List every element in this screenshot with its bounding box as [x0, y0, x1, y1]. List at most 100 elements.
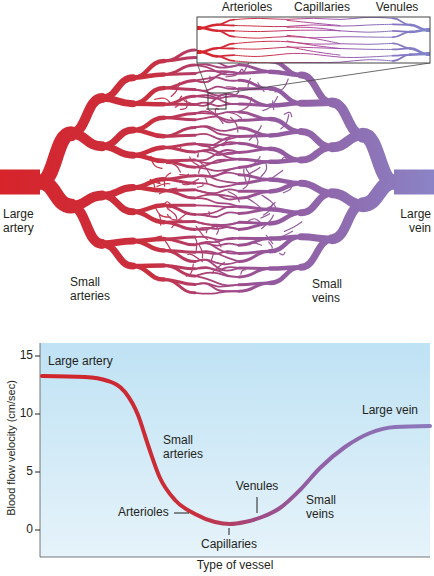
- vessel-branch: [239, 180, 270, 184]
- capillary: [167, 209, 176, 219]
- vessel-branch: [270, 103, 301, 105]
- inset-capillary: [234, 24, 393, 26]
- vessel-branch: [164, 103, 195, 106]
- zoom-square: [208, 93, 226, 109]
- vessel-branch: [164, 147, 195, 152]
- capillary: [195, 206, 239, 214]
- capillary: [195, 198, 239, 207]
- inset-capillary: [234, 47, 393, 49]
- tick-label: 10: [20, 407, 33, 421]
- vessel-branch: [270, 237, 301, 252]
- axis-tick: [35, 356, 40, 357]
- vessel-branch: [164, 280, 195, 293]
- capillary: [157, 184, 170, 187]
- capillary: [206, 228, 215, 233]
- vessel-branch: [133, 212, 164, 222]
- tick-label: 15: [20, 349, 33, 363]
- vessel-branch: [164, 65, 195, 74]
- capillary: [199, 244, 203, 258]
- vessel-branch: [133, 74, 164, 77]
- capillary: [195, 283, 239, 291]
- capillary: [205, 178, 207, 183]
- inset-vessel: [393, 18, 410, 24]
- zoom-line: [197, 63, 208, 93]
- capillary: [199, 165, 202, 173]
- inset-capillary: [234, 60, 393, 63]
- capillary: [195, 291, 239, 293]
- vessel-label: Capillaries: [294, 1, 350, 15]
- vessel-branch: [164, 222, 195, 229]
- vessel-branch: [239, 149, 270, 153]
- capillary: [262, 195, 276, 207]
- vascular-network: [0, 49, 434, 294]
- chart-axis: [40, 343, 430, 557]
- capillary: [195, 72, 239, 82]
- vessel-branch: [102, 244, 133, 266]
- vessel-branch: [133, 130, 164, 136]
- vessel-branch: [239, 72, 270, 74]
- curve-label: Large artery: [48, 355, 113, 369]
- curve-label: Small veins: [306, 494, 348, 522]
- vessel-branch: [164, 179, 195, 183]
- vessel-branch: [239, 209, 270, 213]
- axis-tick: [35, 472, 40, 473]
- vessel-branch: [239, 162, 270, 168]
- vessel-branch: [164, 58, 195, 61]
- capillary: [195, 136, 239, 146]
- axis-tick: [35, 414, 40, 415]
- vessel-branch: [133, 188, 164, 191]
- vessel-label: Small arteries: [70, 276, 122, 304]
- capillary: [195, 65, 239, 74]
- capillary: [269, 242, 273, 248]
- vessel-branch: [270, 213, 301, 224]
- capillary: [280, 252, 285, 255]
- tick-label: 5: [26, 465, 33, 479]
- capillary: [195, 222, 239, 230]
- inset-capillary: [234, 30, 393, 32]
- capillary: [195, 222, 239, 230]
- inset-capillary: [234, 41, 393, 44]
- inset-ground: [197, 17, 430, 63]
- velocity-chart: [35, 343, 430, 557]
- vessel-branch: [270, 131, 301, 135]
- inset-vessel: [410, 53, 427, 56]
- inset-vessel: [217, 56, 234, 61]
- vessel-branch: [133, 88, 164, 104]
- inset-capillary: [234, 17, 393, 19]
- vessel-branch: [239, 119, 270, 120]
- vessel-branch: [164, 266, 195, 277]
- vessel-branch: [164, 190, 195, 198]
- capillary: [241, 270, 245, 274]
- vessel-branch: [133, 155, 164, 161]
- vessel-branch: [301, 147, 332, 160]
- vessel-label: Large vein: [389, 208, 431, 236]
- vessel-branch: [164, 161, 195, 167]
- chart-panel: [40, 343, 430, 557]
- leader-line: [229, 528, 230, 535]
- vessel-branch: [270, 160, 301, 162]
- inset-vessel: [200, 28, 217, 31]
- inset-capillary: [234, 37, 393, 39]
- capillary: [195, 167, 239, 176]
- capillary: [211, 254, 213, 261]
- inset-vessel: [217, 24, 234, 27]
- inset-vessel: [217, 44, 234, 49]
- capillary: [228, 192, 239, 202]
- capillary: [222, 138, 230, 145]
- capillary: [261, 164, 267, 177]
- inset-vessel: [217, 47, 234, 49]
- vessel-branch: [239, 134, 270, 138]
- vessel-branch: [301, 239, 332, 267]
- inset-vessel: [410, 30, 427, 32]
- velocity-curve: [42, 376, 430, 524]
- vessel-branch: [301, 75, 332, 103]
- vessel-branch: [270, 267, 301, 283]
- vessel-branch: [270, 89, 301, 104]
- capillary: [195, 77, 239, 80]
- vessel-branch: [164, 127, 195, 136]
- leader-line: [174, 513, 189, 514]
- vessel-branch: [133, 61, 164, 78]
- capillary: [215, 225, 218, 234]
- capillary: [215, 240, 221, 247]
- curve-label: Small arteries: [163, 434, 215, 462]
